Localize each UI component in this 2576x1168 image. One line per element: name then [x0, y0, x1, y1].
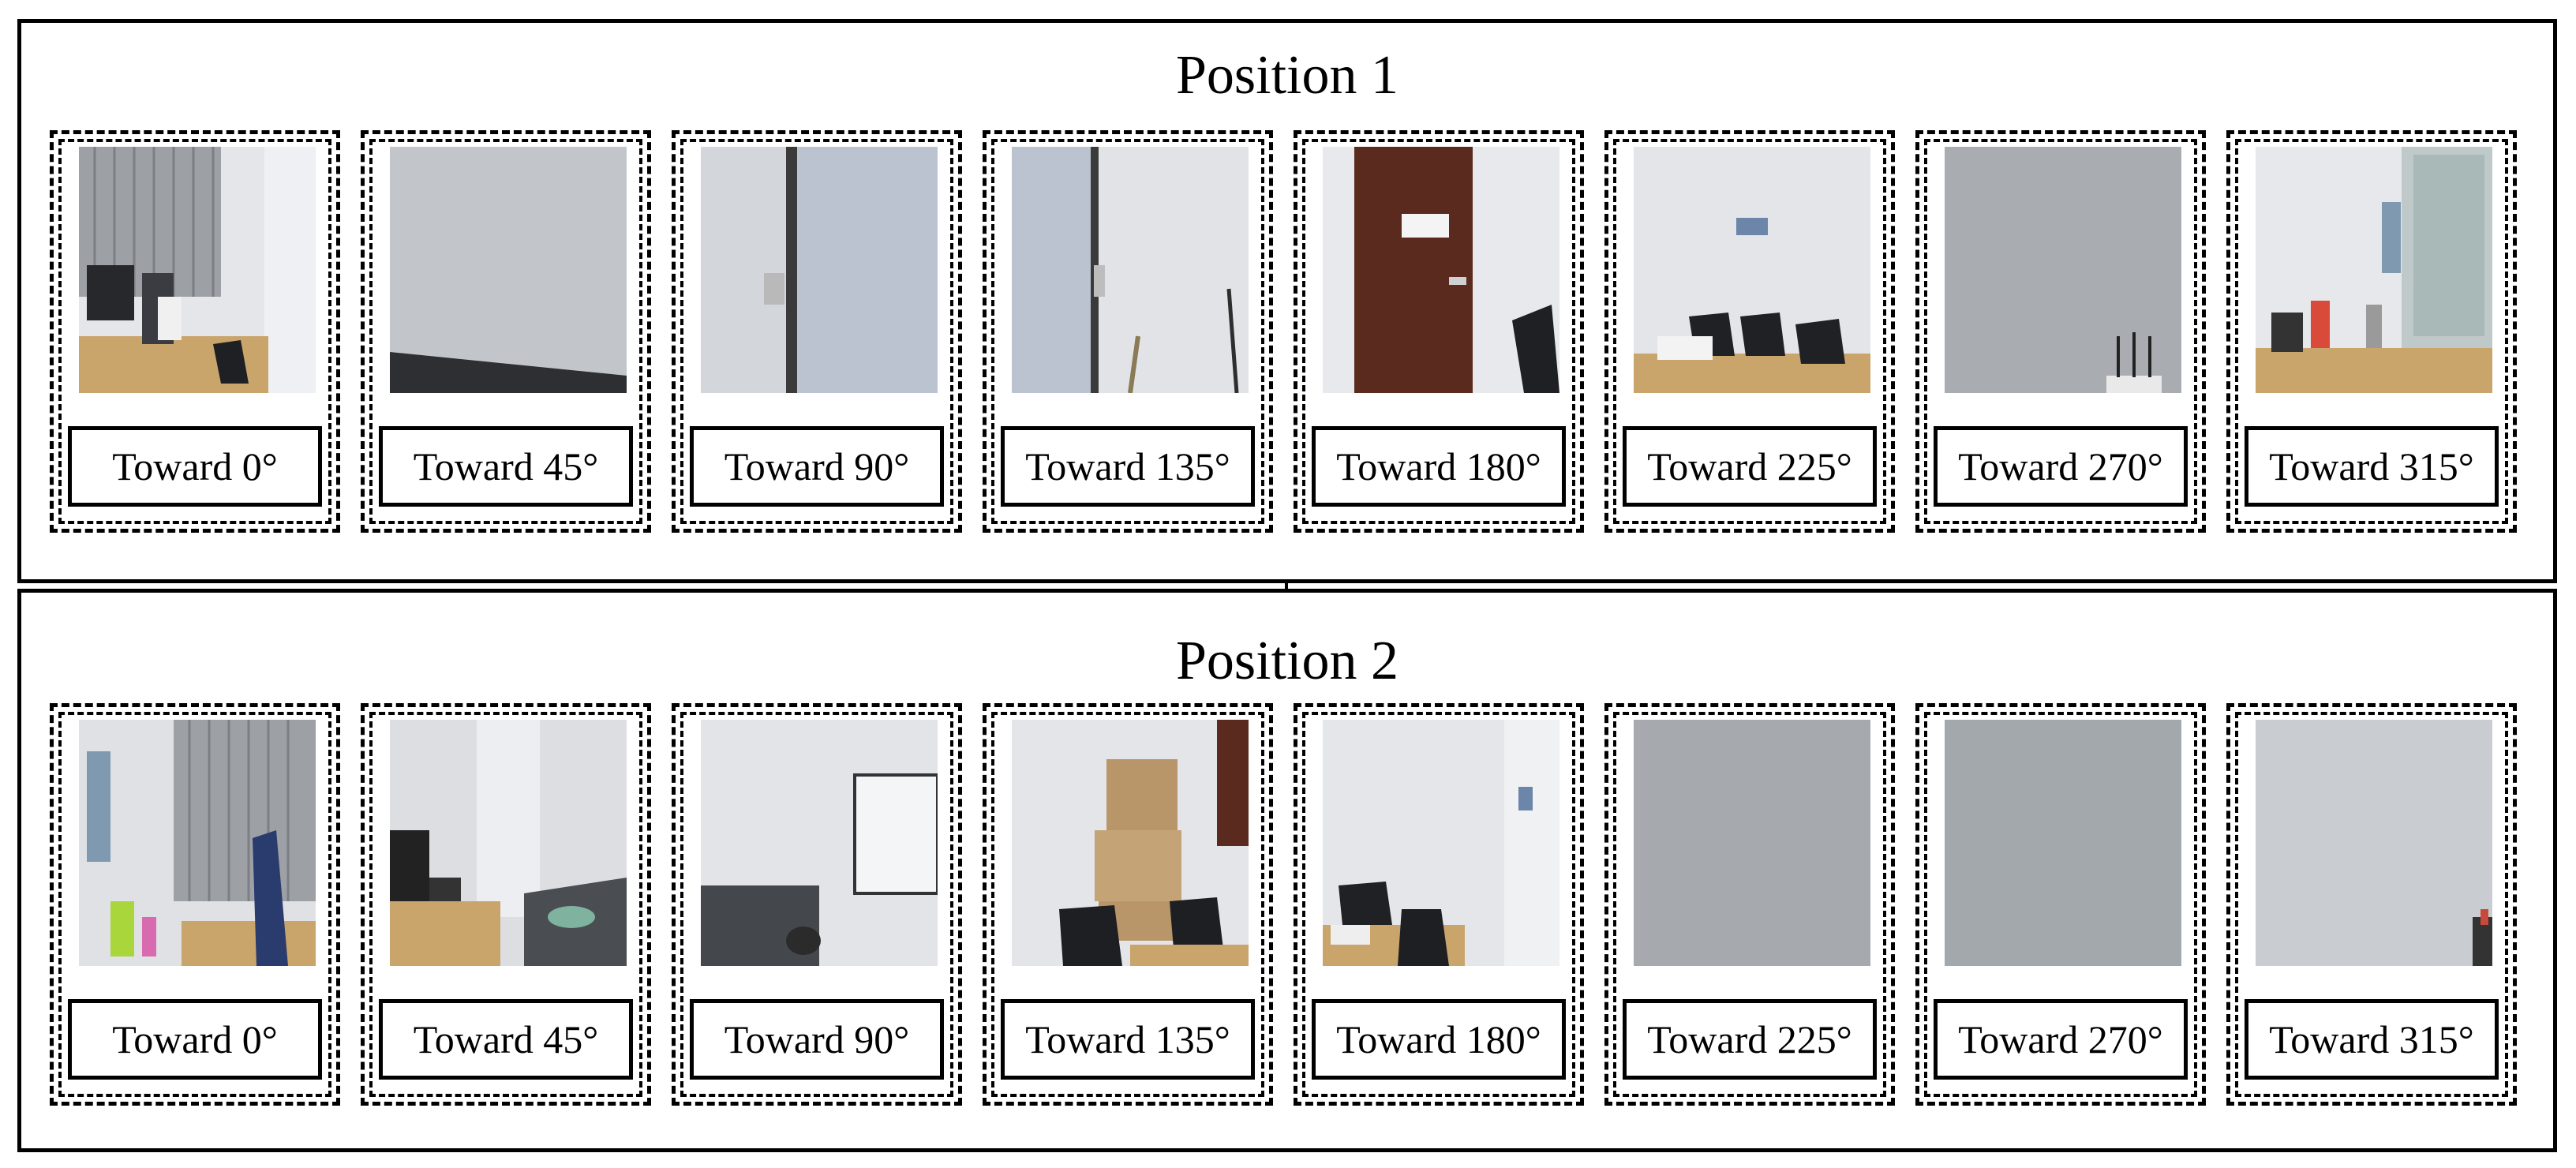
- view-label: Toward 0°: [68, 999, 322, 1080]
- view-label: Toward 315°: [2245, 999, 2499, 1080]
- view-label-text: Toward 270°: [1958, 1017, 2163, 1061]
- view-label-text: Toward 135°: [1025, 1017, 1230, 1061]
- view-photo: [1634, 720, 1870, 966]
- view-photo: [390, 147, 627, 393]
- view-photo: [2256, 147, 2492, 393]
- view-photo: [390, 720, 627, 966]
- view-label-text: Toward 135°: [1025, 444, 1230, 489]
- view-photo: [79, 720, 316, 966]
- view-photo: [2256, 720, 2492, 966]
- view-label-text: Toward 225°: [1647, 444, 1852, 489]
- view-card: Toward 0°: [50, 703, 340, 1106]
- view-label: Toward 225°: [1623, 426, 1877, 507]
- view-photo: [1945, 720, 2181, 966]
- view-label-text: Toward 45°: [413, 1017, 599, 1061]
- view-label: Toward 225°: [1623, 999, 1877, 1080]
- view-label-text: Toward 90°: [724, 444, 910, 489]
- view-label: Toward 270°: [1934, 426, 2188, 507]
- position-2-views: Toward 0° Toward 45°: [50, 703, 2525, 1106]
- view-card: Toward 315°: [2226, 130, 2517, 533]
- view-photo: [1323, 147, 1559, 393]
- view-label-text: Toward 315°: [2269, 444, 2474, 489]
- view-photo: [79, 147, 316, 393]
- view-photo: [701, 720, 938, 966]
- position-1-title: Position 1: [1175, 45, 1399, 106]
- view-photo: [1012, 720, 1249, 966]
- view-label: Toward 180°: [1312, 426, 1566, 507]
- view-label: Toward 45°: [379, 426, 633, 507]
- position-2-panel: Position 2: [17, 589, 2557, 1152]
- view-card: Toward 180°: [1294, 703, 1584, 1106]
- view-card: Toward 90°: [672, 703, 962, 1106]
- view-label: Toward 135°: [1001, 426, 1255, 507]
- view-card: Toward 225°: [1604, 130, 1895, 533]
- position-1-views: Toward 0° Toward 45°: [50, 130, 2525, 533]
- view-card: Toward 135°: [983, 703, 1273, 1106]
- view-label: Toward 90°: [690, 999, 944, 1080]
- view-card: Toward 45°: [361, 130, 651, 533]
- view-card: Toward 180°: [1294, 130, 1584, 533]
- position-1-panel: Position 1: [17, 19, 2557, 583]
- view-photo: [1323, 720, 1559, 966]
- view-label: Toward 180°: [1312, 999, 1566, 1080]
- view-card: Toward 135°: [983, 130, 1273, 533]
- view-label-text: Toward 180°: [1336, 1017, 1541, 1061]
- view-photo: [1634, 147, 1870, 393]
- position-2-title: Position 2: [1175, 631, 1399, 691]
- view-label: Toward 90°: [690, 426, 944, 507]
- view-label: Toward 0°: [68, 426, 322, 507]
- view-label: Toward 135°: [1001, 999, 1255, 1080]
- view-label-text: Toward 225°: [1647, 1017, 1852, 1061]
- view-label-text: Toward 180°: [1336, 444, 1541, 489]
- view-photo: [701, 147, 938, 393]
- view-label-text: Toward 0°: [112, 1017, 278, 1061]
- view-label: Toward 45°: [379, 999, 633, 1080]
- view-label: Toward 315°: [2245, 426, 2499, 507]
- view-card: Toward 225°: [1604, 703, 1895, 1106]
- view-photo: [1012, 147, 1249, 393]
- view-card: Toward 270°: [1915, 703, 2206, 1106]
- view-label-text: Toward 315°: [2269, 1017, 2474, 1061]
- view-card: Toward 315°: [2226, 703, 2517, 1106]
- view-card: Toward 0°: [50, 130, 340, 533]
- view-label-text: Toward 0°: [112, 444, 278, 489]
- view-photo: [1945, 147, 2181, 393]
- view-card: Toward 270°: [1915, 130, 2206, 533]
- view-label-text: Toward 270°: [1958, 444, 2163, 489]
- view-label-text: Toward 45°: [413, 444, 599, 489]
- view-card: Toward 45°: [361, 703, 651, 1106]
- view-label: Toward 270°: [1934, 999, 2188, 1080]
- view-card: Toward 90°: [672, 130, 962, 533]
- view-label-text: Toward 90°: [724, 1017, 910, 1061]
